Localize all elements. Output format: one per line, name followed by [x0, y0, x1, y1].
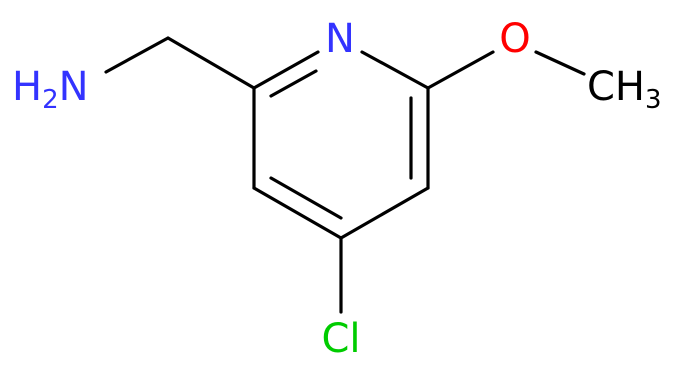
bond-c4-c3: [252, 186, 343, 240]
bond-o-ch3: [534, 50, 586, 76]
bond-c2-n1: [252, 50, 320, 90]
atom-label-ch3: CH3: [587, 64, 662, 115]
nh2-main: H: [12, 64, 42, 110]
bond-c2-n1-inner: [269, 69, 318, 98]
ch3-subscript: 3: [645, 85, 662, 115]
ch3-main: CH: [587, 64, 645, 110]
atom-label-cl: Cl: [321, 316, 360, 362]
atom-label-n1: N: [325, 16, 355, 62]
atom-label-o1: O: [499, 16, 530, 62]
bond-nh2-ch2: [104, 36, 170, 74]
bond-ch2-c2: [166, 36, 256, 90]
bond-c5-c4: [339, 186, 430, 240]
bond-c4-c3-inner: [269, 176, 343, 220]
bond-n1-c6: [360, 50, 430, 90]
nh2-subscript: 2: [42, 85, 59, 115]
bond-c6-o: [426, 50, 495, 90]
nh2-tail: N: [59, 64, 89, 110]
atom-label-nh2: H2N: [12, 64, 89, 115]
